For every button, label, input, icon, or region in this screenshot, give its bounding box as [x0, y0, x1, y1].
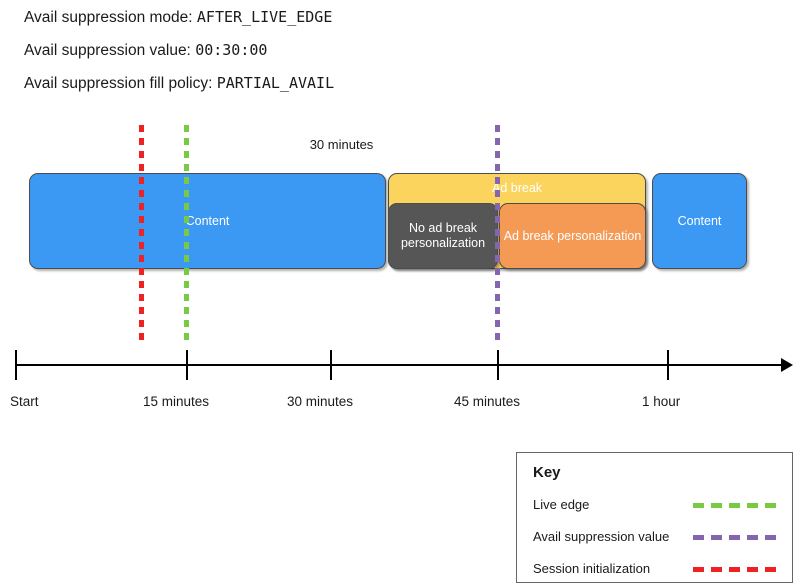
guide-live-edge: [184, 125, 189, 343]
key-item-label: Avail suppression value: [533, 529, 670, 544]
param-label: Avail suppression value:: [24, 42, 191, 59]
key-legend-box: Key Live edge Avail suppression value Se…: [516, 452, 793, 583]
measure-30-minutes: 30 minutes: [186, 133, 497, 157]
param-value: PARTIAL_AVAIL: [216, 74, 335, 92]
time-axis-arrow-icon: [781, 358, 793, 372]
param-label: Avail suppression mode:: [24, 9, 193, 26]
bar-content-1: Content: [29, 173, 386, 269]
bar-ad-break-personalization: Ad break personalization: [499, 203, 646, 269]
param-avail-suppression-mode: Avail suppression mode: AFTER_LIVE_EDGE: [24, 10, 332, 26]
axis-label-30-minutes: 30 minutes: [287, 394, 354, 409]
axis-tick-30-minutes: [330, 350, 332, 380]
key-swatch-live-edge: [693, 503, 779, 508]
time-axis-line: [15, 364, 785, 366]
axis-tick-45-minutes: [497, 350, 499, 380]
key-item-avail-suppression-value: Avail suppression value: [533, 527, 779, 547]
measure-label: 30 minutes: [186, 133, 497, 157]
key-title: Key: [533, 464, 561, 481]
axis-tick-15-minutes: [186, 350, 188, 380]
axis-label-1-hour: 1 hour: [642, 394, 681, 409]
param-label: Avail suppression fill policy:: [24, 75, 213, 92]
key-item-label: Session initialization: [533, 561, 651, 576]
axis-label-45-minutes: 45 minutes: [454, 394, 521, 409]
key-swatch-avail-suppression-value: [693, 535, 779, 540]
param-value: AFTER_LIVE_EDGE: [196, 8, 333, 26]
key-swatch-session-initialization: [693, 567, 779, 572]
axis-label-15-minutes: 15 minutes: [143, 394, 210, 409]
bar-content-2: Content: [652, 173, 747, 269]
bar-no-ad-break-personalization: No ad break personalization: [388, 203, 498, 269]
guide-avail-suppression-value: [495, 125, 500, 343]
key-item-label: Live edge: [533, 497, 590, 512]
axis-label-start: Start: [10, 394, 39, 409]
param-avail-suppression-fill-policy: Avail suppression fill policy: PARTIAL_A…: [24, 76, 334, 92]
param-value: 00:30:00: [195, 41, 268, 59]
axis-tick-1-hour: [667, 350, 669, 380]
key-item-session-initialization: Session initialization: [533, 559, 779, 579]
param-avail-suppression-value: Avail suppression value: 00:30:00: [24, 43, 267, 59]
axis-tick-start: [15, 350, 17, 380]
key-item-live-edge: Live edge: [533, 495, 779, 515]
guide-session-initialization: [139, 125, 144, 343]
